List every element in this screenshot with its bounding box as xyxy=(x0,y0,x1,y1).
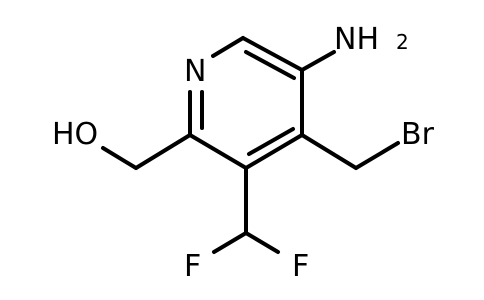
bond-c2-ch2 xyxy=(134,133,192,170)
bond-ch2-oh xyxy=(101,146,138,170)
atom-amine: NH xyxy=(334,22,379,57)
atom-nitrogen-ring: N xyxy=(184,54,206,89)
bond-c4-c3-inner xyxy=(247,127,295,156)
atom-hydroxyl: HO xyxy=(52,117,98,152)
atom-bromine: Br xyxy=(401,117,435,152)
atom-amine-subscript: 2 xyxy=(396,30,409,54)
bond-c6-c5-inner xyxy=(244,50,296,80)
atom-fluorine-right: F xyxy=(292,249,309,284)
atom-fluorine-left: F xyxy=(184,249,201,284)
bond-chf2-f-right xyxy=(244,231,280,254)
bond-chf2-f-left xyxy=(212,231,248,254)
bond-c4-c3 xyxy=(244,133,304,170)
bond-n-c6 xyxy=(211,36,245,58)
bond-c4-ch2 xyxy=(300,133,358,170)
bond-c3-c2 xyxy=(188,133,248,170)
bond-c5-nh2 xyxy=(300,50,336,72)
bond-c6-c5 xyxy=(241,36,304,72)
bond-ch2-br xyxy=(354,141,400,170)
